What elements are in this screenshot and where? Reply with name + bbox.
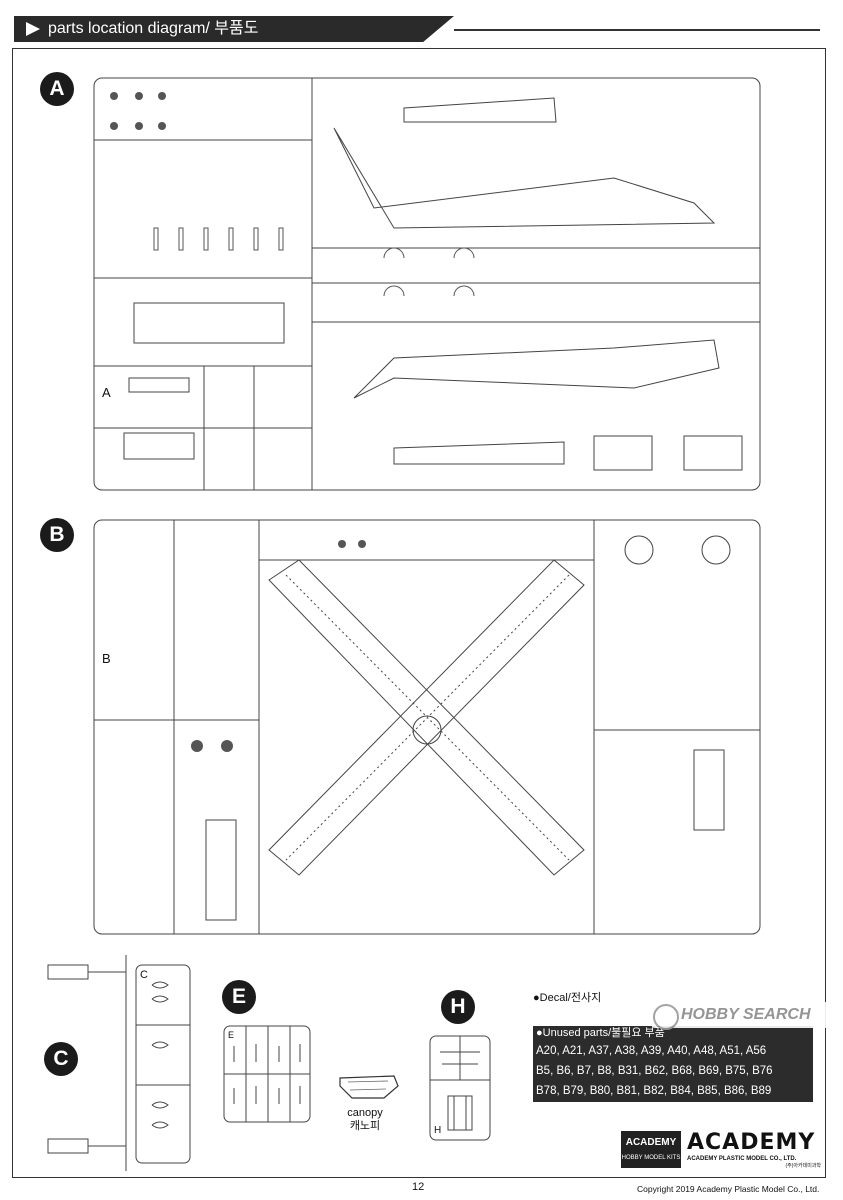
sprue-h-inner-label: H — [434, 1125, 442, 1136]
sprue-h-diagram — [429, 1035, 491, 1141]
play-triangle-icon — [26, 22, 40, 36]
canopy-label-kr: 캐노피 — [349, 1120, 381, 1132]
canopy-part — [339, 1075, 399, 1099]
header-rule — [454, 29, 820, 31]
sprue-c-badge: C — [44, 1042, 78, 1076]
unused-parts-line: A20, A21, A37, A38, A39, A40, A48, A51, … — [536, 1045, 767, 1057]
sprue-e-badge: E — [222, 980, 256, 1014]
sprue-h-badge: H — [441, 990, 475, 1024]
academy-wordmark-logo: ACADEMY ACADEMY PLASTIC MODEL CO., LTD. … — [687, 1131, 821, 1170]
decal-note: ●Decal/전사지 — [533, 990, 815, 1006]
copyright: Copyright 2019 Academy Plastic Model Co.… — [637, 1184, 820, 1194]
sprue-e-diagram — [223, 1025, 311, 1123]
sprue-b-badge: B — [40, 518, 74, 552]
wordmark-text: ACADEMY — [687, 1130, 816, 1155]
academy-badge-logo: ACADEMY HOBBY MODEL KITS — [621, 1131, 681, 1168]
watermark-text: HOBBY SEARCH — [681, 1006, 811, 1023]
sprue-a-inner-label: A — [102, 385, 111, 400]
content-frame — [12, 48, 826, 1178]
sprue-a-badge: A — [40, 72, 74, 106]
sprue-c-diagram — [47, 955, 191, 1171]
header-bar — [14, 16, 454, 42]
watermark: HOBBY SEARCH — [651, 1002, 829, 1030]
sprue-c-inner-label: C — [140, 969, 148, 981]
watermark-icon — [653, 1004, 679, 1030]
page-header: parts location diagram/ 부품도 — [14, 16, 820, 42]
decal-label: ●Decal/전사지 — [533, 992, 602, 1004]
unused-parts-box: ●Unused parts/불필요 부품 A20, A21, A37, A38,… — [533, 1026, 813, 1117]
badge-bottom-text: HOBBY MODEL KITS — [621, 1155, 681, 1161]
canopy-label: canopy 캐노피 — [330, 1107, 400, 1133]
unused-parts-line: B78, B79, B80, B81, B82, B84, B85, B86, … — [536, 1085, 772, 1097]
sprue-b-inner-label: B — [102, 651, 111, 666]
unused-parts-line: B5, B6, B7, B8, B31, B62, B68, B69, B75,… — [536, 1065, 773, 1077]
unused-parts-line: B93, H2 — [536, 1105, 578, 1117]
badge-top-text: ACADEMY — [625, 1137, 677, 1148]
company-name: ACADEMY PLASTIC MODEL CO., LTD. — [687, 1156, 797, 1162]
sprue-a-diagram — [93, 77, 761, 491]
page-number: 12 — [412, 1181, 425, 1193]
page-title: parts location diagram/ 부품도 — [48, 20, 259, 37]
sprue-e-inner-label: E — [228, 1030, 235, 1040]
sprue-b-diagram — [93, 519, 761, 935]
unused-parts-list: A20, A21, A37, A38, A39, A40, A48, A51, … — [536, 1041, 810, 1121]
unused-parts-title: ●Unused parts/불필요 부품 — [536, 1027, 665, 1039]
company-name-kr: (주)아카데미과학 — [785, 1163, 821, 1169]
canopy-label-en: canopy — [347, 1107, 383, 1119]
